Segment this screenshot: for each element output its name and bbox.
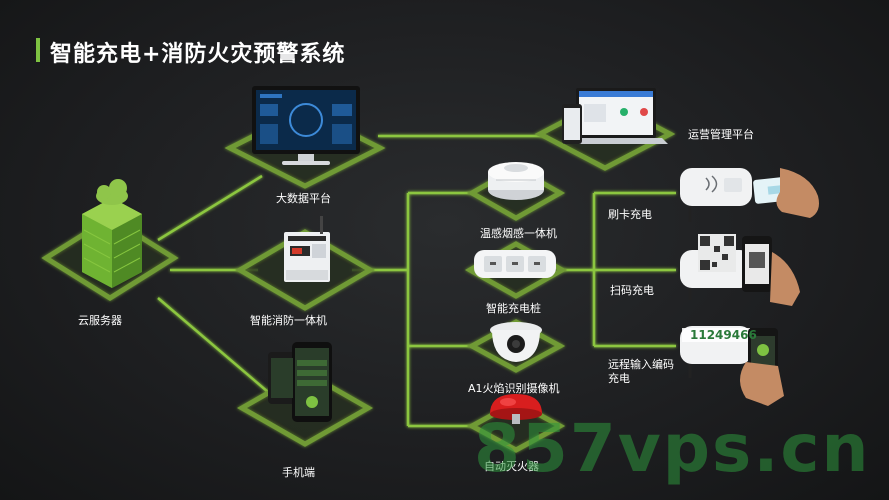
label-mobile: 手机端 — [282, 466, 315, 479]
monitor-icon — [252, 86, 360, 165]
label-smoke-detector: 温感烟感一体机 — [480, 227, 557, 240]
title-accent-bar — [36, 38, 40, 62]
line-cloud-mobile — [157, 297, 269, 393]
label-charging-pile: 智能充电桩 — [486, 302, 541, 315]
page-title: 智能充电+消防火灾预警系统 — [50, 42, 346, 67]
card-charge-device-icon — [680, 168, 819, 222]
label-big-data: 大数据平台 — [276, 192, 331, 205]
camera-icon — [490, 322, 542, 362]
device-screen-code: 11249466 — [690, 328, 757, 342]
label-cloud-server: 云服务器 — [78, 314, 122, 327]
label-remote-charge-line2: 充电 — [608, 372, 630, 385]
laptop-icon — [562, 88, 668, 144]
label-scan-charge: 扫码充电 — [610, 284, 654, 297]
label-card-charge: 刷卡充电 — [608, 208, 652, 221]
line-cloud-bigdata — [157, 174, 263, 242]
cloud-server-icon — [82, 179, 142, 288]
label-fire-unit: 智能消防一体机 — [250, 314, 327, 327]
fire-unit-icon — [284, 216, 330, 282]
phone-icon — [268, 342, 332, 422]
remote-charge-device-icon — [680, 326, 784, 406]
label-remote-charge-line1: 远程输入编码 — [608, 358, 674, 371]
label-extinguisher: 自动灭火器 — [484, 460, 539, 473]
smoke-detector-icon — [488, 162, 544, 200]
label-ai-camera: A1火焰识别摄像机 — [468, 382, 560, 395]
extinguisher-icon — [490, 394, 542, 424]
charging-pile-icon — [474, 250, 556, 278]
label-ops-platform: 运营管理平台 — [688, 128, 754, 141]
scan-charge-device-icon — [680, 234, 800, 306]
watermark-text: 857vps.cn — [474, 410, 871, 487]
